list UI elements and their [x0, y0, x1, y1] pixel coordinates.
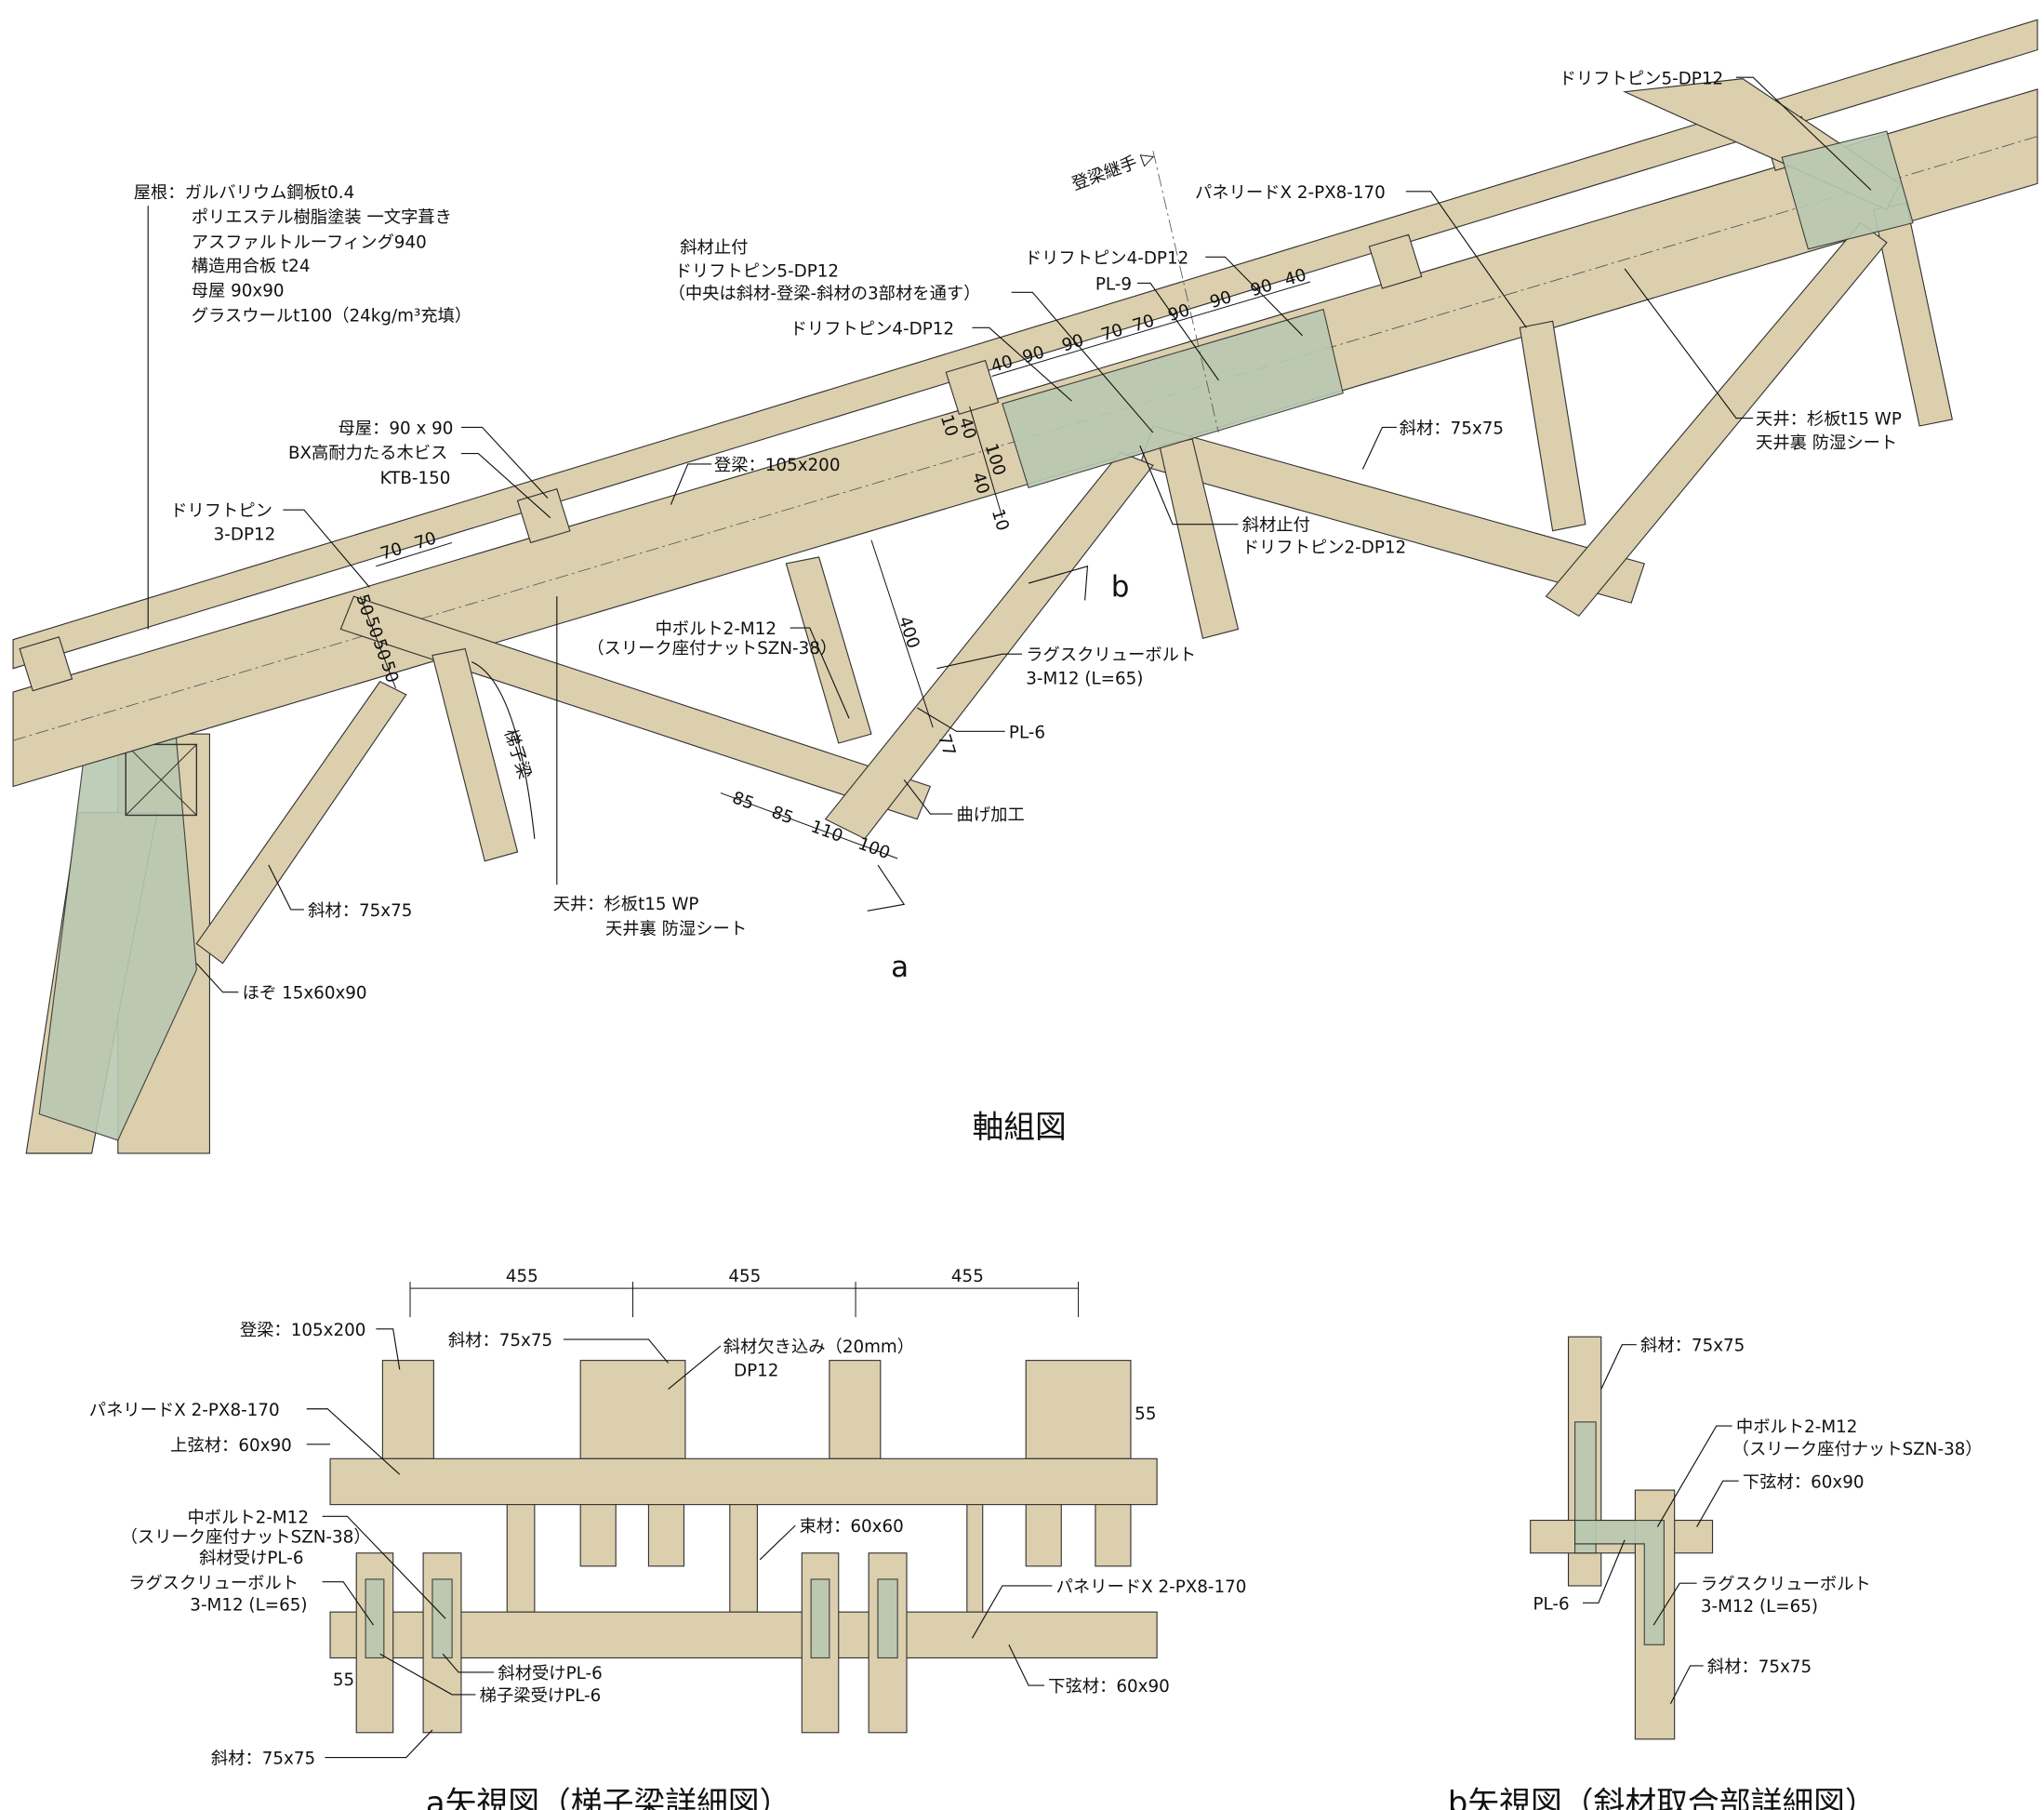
label: 斜材止付: [680, 238, 748, 258]
label: パネリードX 2-PX8-170: [89, 1401, 280, 1420]
dim-label: 455: [951, 1267, 984, 1286]
roof-spec-line: 屋根：ガルバリウム鋼板t0.4: [134, 183, 355, 203]
label: ラグスクリューボルト: [1026, 645, 1196, 665]
label: ラグスクリューボルト: [128, 1574, 299, 1593]
label: 天井裏 防湿シート: [605, 920, 747, 939]
diagonal-left: [195, 681, 407, 965]
diagonal-right: [1545, 221, 1888, 618]
label: PL-6: [1533, 1594, 1570, 1614]
view-b-title: b矢視図（斜材取合部詳細図）: [1448, 1785, 1877, 1810]
dim-label: 10: [988, 507, 1013, 533]
label: 3-M12 (L=65): [190, 1596, 307, 1616]
label: PL-6: [1009, 723, 1045, 742]
section-arrow-b: b: [1111, 570, 1130, 604]
label: 斜材：75x75: [1640, 1337, 1745, 1356]
roof-spec-line: 母屋 90x90: [192, 282, 285, 301]
label: 3-DP12: [214, 526, 276, 545]
dim-label: 100: [856, 834, 893, 864]
label: パネリードX 2-PX8-170: [1195, 183, 1386, 203]
dim-label: 55: [1135, 1404, 1156, 1424]
label: 曲げ加工: [957, 805, 1025, 825]
lower-chord-left: [339, 595, 932, 820]
label: PL-9: [1095, 274, 1132, 294]
label: 中ボルト2-M12: [1736, 1417, 1858, 1437]
label: ラグスクリューボルト: [1701, 1575, 1871, 1594]
label: ドリフトピン5-DP12: [675, 261, 839, 281]
label: 中ボルト2-M12: [655, 619, 776, 639]
roof-spec-line: グラスウールt100（24kg/m³充填）: [192, 306, 472, 326]
label: 天井裏 防湿シート: [1756, 433, 1897, 453]
label: DP12: [734, 1362, 778, 1381]
roof-spec: 屋根：ガルバリウム鋼板t0.4 ポリエステル樹脂塗装 一文字葺き アスファルトル…: [134, 183, 472, 630]
label: 登梁：105x200: [240, 1321, 366, 1340]
label: 斜材：75x75: [1400, 419, 1504, 438]
label: ドリフトピン5-DP12: [1560, 69, 1723, 88]
label: 母屋：90 x 90: [338, 419, 454, 438]
label: 斜材欠き込み（20mm）: [723, 1338, 914, 1357]
dim-label: 400: [895, 614, 923, 651]
label: 斜材：75x75: [448, 1331, 552, 1351]
view-a-title: a矢視図（梯子梁詳細図）: [426, 1785, 790, 1810]
dim-label: 55: [333, 1670, 354, 1690]
label: パネリードX 2-PX8-170: [1056, 1577, 1247, 1597]
vertical-member: [1873, 202, 1954, 427]
dim-label: 455: [506, 1267, 538, 1286]
label: 梯子梁: [500, 726, 535, 781]
dim-label: 85: [729, 788, 756, 814]
label: 束材：60x60: [799, 1517, 903, 1537]
label: 下弦材：60x90: [1743, 1472, 1865, 1492]
steel-plate-ridge: [1781, 130, 1914, 250]
section-arrow-a: a: [891, 951, 909, 984]
label: 斜材：75x75: [1707, 1657, 1812, 1677]
label: ドリフトピン4-DP12: [790, 319, 954, 339]
label: 中ボルト2-M12: [187, 1508, 309, 1527]
purlin-section: [125, 743, 198, 817]
label: 3-M12 (L=65): [1026, 670, 1143, 689]
ladder-beam: [431, 647, 519, 862]
label: 上弦材：60x90: [170, 1436, 292, 1456]
main-labels: 母屋：90 x 90 BX高耐力たる木ビス KTB-150 ドリフトピン 3-D…: [170, 69, 1902, 1003]
label: 下弦材：60x90: [1048, 1677, 1170, 1697]
joint-label: 登梁継手 ▷: [1069, 146, 1159, 194]
frame-elevation: [12, 19, 2038, 1154]
view-a: 455 455 455: [329, 1267, 1158, 1734]
label: ドリフトピン2-DP12: [1242, 539, 1406, 558]
dim-label: 85: [769, 803, 796, 829]
dim-label: 77: [934, 732, 959, 759]
label: （中央は斜材-登梁-斜材の3部材を通す）: [669, 284, 981, 303]
dim-label: 455: [728, 1267, 761, 1286]
vertical-member: [1519, 320, 1586, 532]
vertical-member: [785, 556, 872, 744]
steel-plate-pl9: [1002, 308, 1344, 488]
label: ドリフトピン4-DP12: [1025, 248, 1188, 268]
roof-spec-line: ポリエステル樹脂塗装 一文字葺き: [192, 207, 452, 228]
roof-spec-line: 構造用合板 t24: [192, 257, 311, 276]
view-a-labels: 登梁：105x200 パネリードX 2-PX8-170 上弦材：60x90 中ボ…: [89, 1321, 1247, 1810]
label: BX高耐力たる木ビス: [288, 444, 447, 463]
label: 斜材：75x75: [211, 1750, 315, 1769]
label: （スリーク座付ナットSZN-38）: [121, 1527, 371, 1547]
diagonal-center: [824, 451, 1154, 840]
label: （スリーク座付ナットSZN-38）: [587, 639, 837, 659]
label: 3-M12 (L=65): [1701, 1597, 1818, 1617]
label: 天井：杉板t15 WP: [553, 895, 699, 914]
label: ドリフトピン: [170, 501, 272, 521]
label: ほぞ 15x60x90: [243, 984, 367, 1004]
view-b: 斜材：75x75 中ボルト2-M12 （スリーク座付ナットSZN-38） 下弦材…: [1448, 1336, 1983, 1810]
top-chord: [329, 1457, 1158, 1506]
label: 登梁：105x200: [714, 456, 841, 475]
frame-elevation-title: 軸組図: [972, 1109, 1066, 1145]
label: 斜材：75x75: [308, 901, 412, 921]
label: （スリーク座付ナットSZN-38）: [1732, 1440, 1983, 1459]
label: 斜材受けPL-6: [199, 1549, 303, 1568]
roof-spec-line: アスファルトルーフィング940: [192, 233, 427, 252]
label: 斜材止付: [1242, 516, 1310, 536]
label: KTB-150: [380, 469, 451, 488]
bottom-chord: [329, 1611, 1158, 1659]
label: 梯子梁受けPL-6: [480, 1686, 602, 1706]
label: 天井：杉板t15 WP: [1756, 410, 1902, 430]
label: 斜材受けPL-6: [498, 1664, 602, 1684]
